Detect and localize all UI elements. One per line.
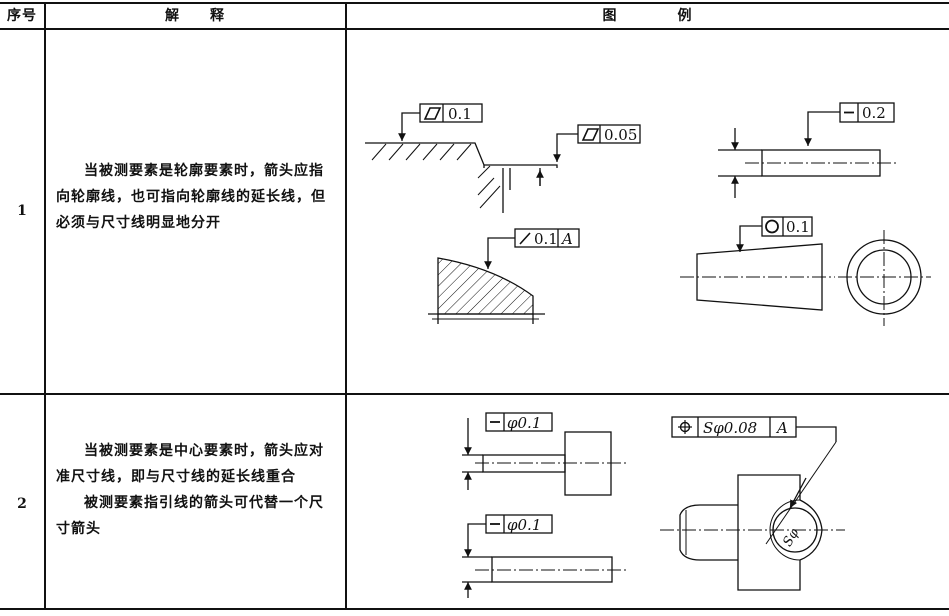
fig-sphere-position (660, 416, 845, 591)
position-value: Sφ0.08 (703, 419, 757, 437)
row-1-seq: 1 (17, 203, 27, 219)
fig-straightness-shaft (718, 102, 898, 198)
fig-stepped-surface (365, 103, 641, 213)
header-seq: 序号 (7, 8, 37, 24)
straightness-1-value: 0.2 (862, 104, 886, 122)
axis-straight-2-value: φ0.1 (507, 516, 541, 534)
table-bottom-border (0, 608, 949, 610)
table-top-border (0, 2, 949, 4)
flatness-1-value: 0.1 (448, 105, 472, 123)
row-1-text: 当被测要素是轮廓要素时，箭头应指向轮廓线，也可指向轮廓线的延长线，但必须与尺寸线… (56, 163, 326, 231)
row-1-explanation: 当被测要素是轮廓要素时，箭头应指向轮廓线，也可指向轮廓线的延长线，但必须与尺寸线… (56, 158, 336, 236)
col-divider-1 (44, 2, 46, 609)
header-figure: 图 例 (602, 8, 693, 24)
sphere-label: Sφ (780, 525, 802, 549)
profile-value: 0.1 (534, 230, 558, 248)
row-2-text-1: 当被测要素是中心要素时，箭头应对准尺寸线，即与尺寸线的延长线重合 (56, 443, 324, 485)
axis-straight-1-value: φ0.1 (507, 414, 541, 432)
row-2-seq: 2 (17, 496, 27, 512)
position-datum: A (775, 419, 788, 437)
col-divider-2 (345, 2, 347, 609)
fig-axis-straightness-plain (462, 514, 628, 598)
roundness-value: 0.1 (786, 218, 810, 236)
row-divider (0, 393, 949, 395)
flatness-2-value: 0.05 (604, 126, 637, 144)
row-2-explanation: 当被测要素是中心要素时，箭头应对准尺寸线，即与尺寸线的延长线重合 被测要素指引线… (56, 438, 336, 542)
fig-profile-line (428, 228, 580, 324)
row-2-text-2: 被测要素指引线的箭头可代替一个尺寸箭头 (56, 495, 324, 537)
profile-datum: A (560, 230, 573, 248)
fig-roundness-cone (680, 216, 931, 326)
header-bottom-border (0, 28, 949, 30)
fig-axis-straightness-stepped (462, 412, 628, 496)
header-explanation: 解 释 (165, 8, 225, 24)
